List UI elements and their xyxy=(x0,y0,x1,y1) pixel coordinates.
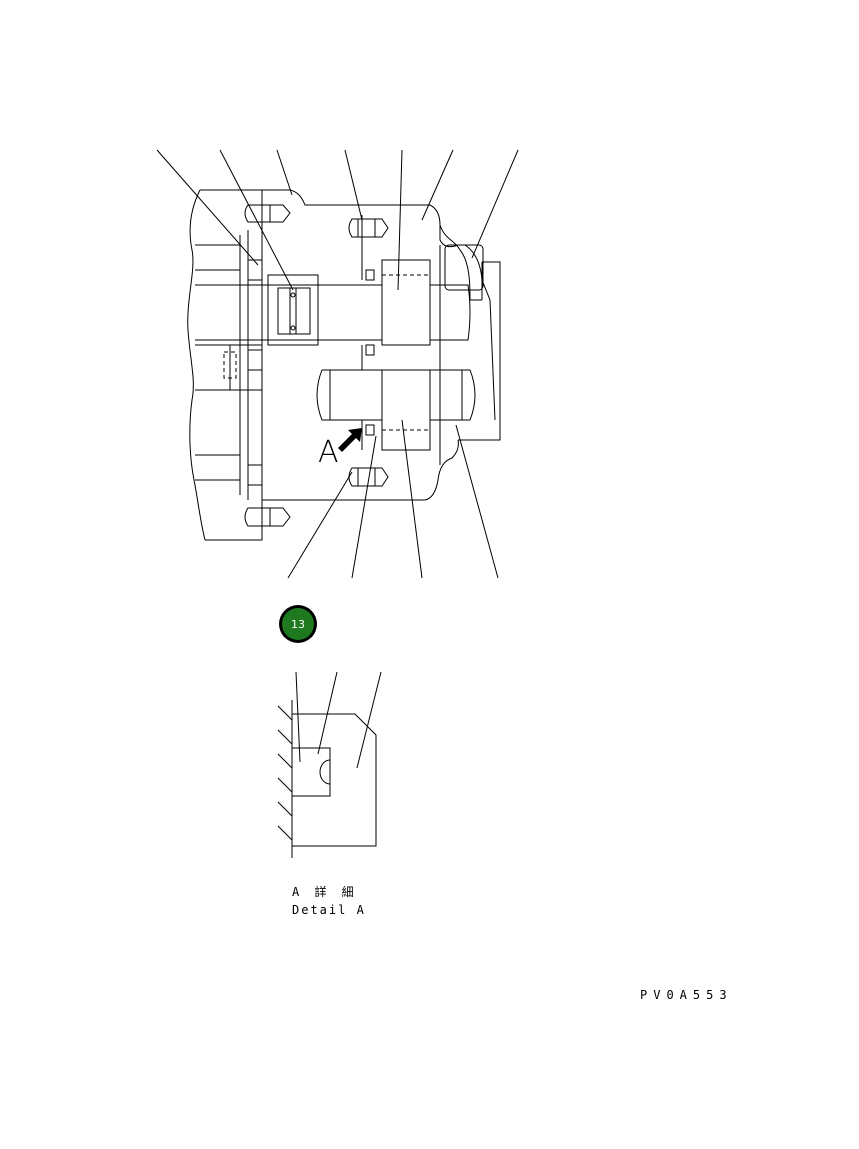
leader-lines-bottom xyxy=(287,419,499,579)
leader-lines-top xyxy=(156,149,519,291)
bolt-bottom-center xyxy=(348,467,389,487)
detail-a-view xyxy=(277,671,382,858)
detail-caption-en: Detail A xyxy=(292,903,366,917)
main-housing xyxy=(187,189,501,541)
callout-badge: 13 xyxy=(279,605,317,643)
view-arrow: A xyxy=(318,428,362,470)
detail-caption-jp: A 詳 細 xyxy=(292,884,358,899)
upper-shaft xyxy=(261,274,471,346)
callout-badge-fill xyxy=(282,608,314,640)
plug-top-right xyxy=(444,244,484,291)
lower-shaft xyxy=(316,369,476,421)
view-marker-label: A xyxy=(318,435,339,470)
upper-gear xyxy=(365,259,431,356)
drawing-code: PV0A553 xyxy=(640,988,733,1002)
bolt-top-center xyxy=(348,218,389,238)
callout-badge-label: 13 xyxy=(291,618,305,631)
bolt-top-left xyxy=(244,204,291,223)
bolt-bottom-left xyxy=(244,507,291,527)
